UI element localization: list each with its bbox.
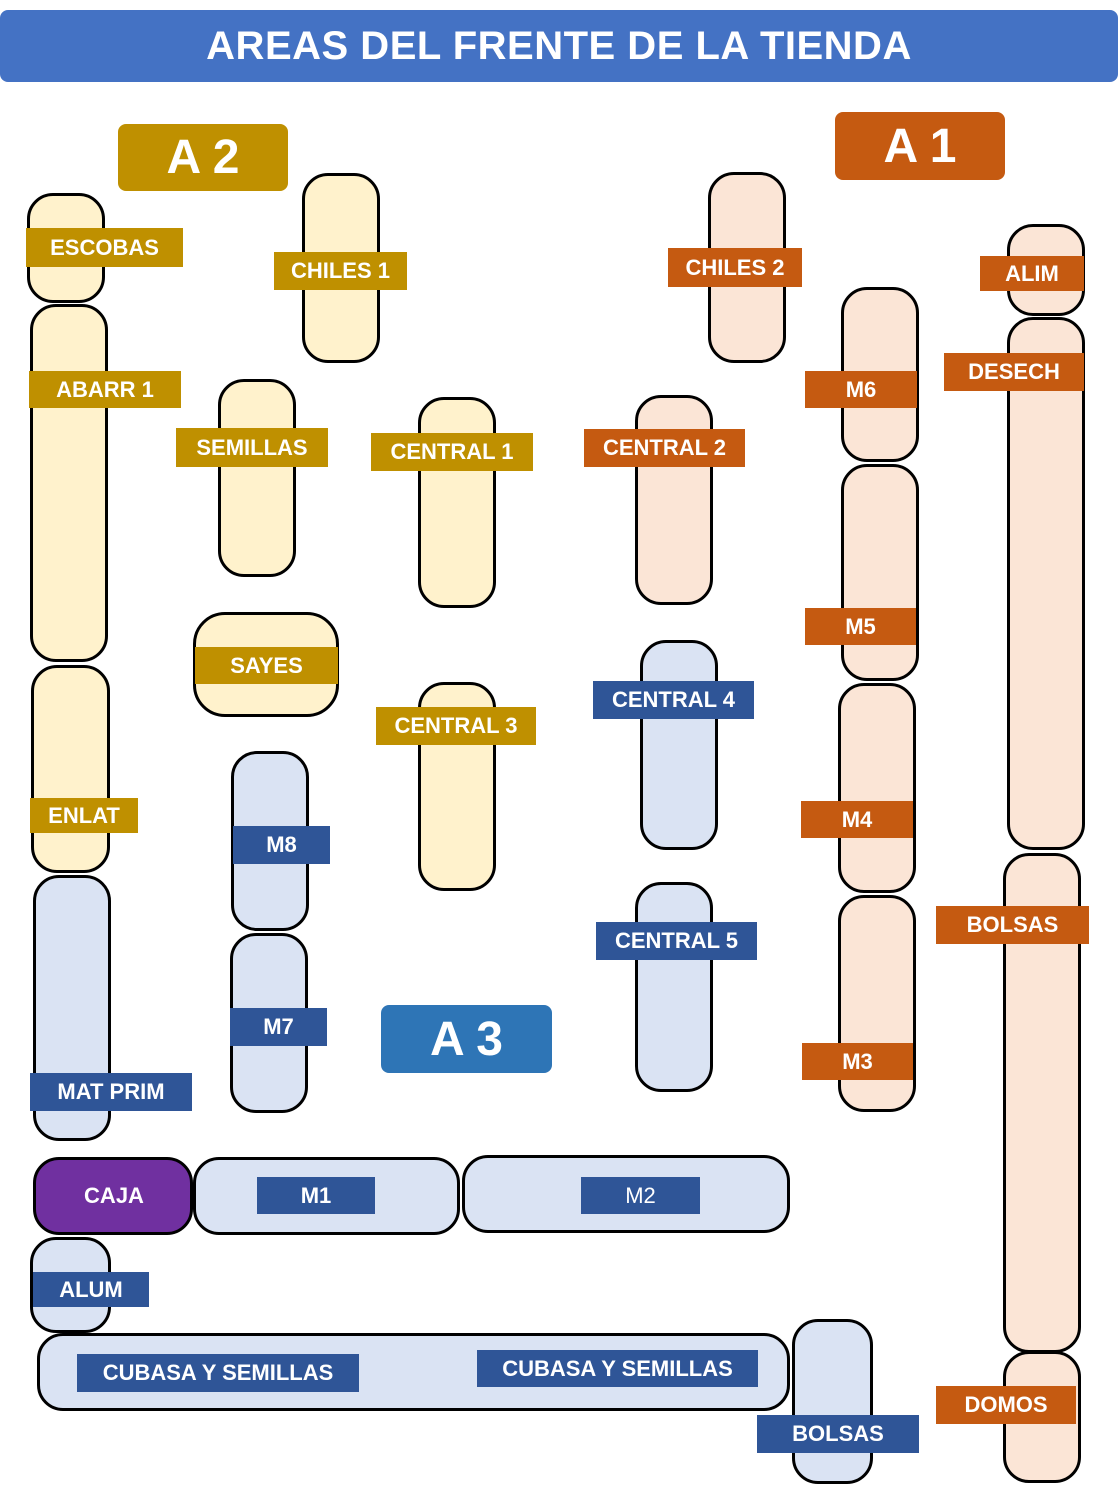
label-semillas: SEMILLAS	[176, 428, 328, 467]
label-m1: M1	[257, 1177, 375, 1214]
label-abarr-1: ABARR 1	[29, 371, 181, 408]
shelf-bolsas-bottom	[792, 1319, 873, 1484]
label-m6: M6	[805, 371, 917, 408]
label-cubasa-y-semillas-right: CUBASA Y SEMILLAS	[477, 1350, 758, 1387]
label-central-5: CENTRAL 5	[596, 922, 757, 960]
shelf-m1	[193, 1157, 460, 1235]
shelf-enlat	[31, 665, 110, 873]
label-chiles-2: CHILES 2	[668, 248, 802, 287]
label-escobas: ESCOBAS	[26, 228, 183, 267]
label-desech: DESECH	[944, 353, 1084, 391]
label-central-3: CENTRAL 3	[376, 707, 536, 745]
label-m3: M3	[802, 1043, 913, 1080]
shelf-m5	[841, 464, 919, 681]
label-m7: M7	[230, 1008, 327, 1046]
label-alim: ALIM	[980, 256, 1084, 291]
label-bolsas-right: BOLSAS	[936, 906, 1089, 944]
label-central-1: CENTRAL 1	[371, 433, 533, 471]
shelf-central-5	[635, 882, 713, 1092]
area-badge-a2: A 2	[118, 124, 288, 191]
shelf-caja	[33, 1157, 193, 1235]
label-central-2: CENTRAL 2	[584, 429, 745, 467]
label-cubasa-y-semillas-left: CUBASA Y SEMILLAS	[77, 1354, 359, 1392]
label-sayes: SAYES	[195, 647, 338, 684]
shelf-central-4	[640, 640, 718, 850]
label-chiles-1: CHILES 1	[274, 252, 407, 290]
label-mat-prim: MAT PRIM	[30, 1073, 192, 1111]
label-bolsas-bottom: BOLSAS	[757, 1415, 919, 1453]
label-m8: M8	[233, 826, 330, 864]
label-m2: M2	[581, 1177, 700, 1214]
page-title: AREAS DEL FRENTE DE LA TIENDA	[0, 10, 1118, 82]
label-caja: CAJA	[84, 1183, 144, 1208]
shelf-semillas	[218, 379, 296, 577]
label-central-4: CENTRAL 4	[593, 681, 754, 719]
label-domos: DOMOS	[936, 1386, 1076, 1424]
label-alum: ALUM	[33, 1272, 149, 1307]
shelf-abarr-1	[30, 304, 108, 662]
shelf-desech	[1007, 317, 1085, 850]
label-m4: M4	[801, 801, 913, 838]
area-badge-a1: A 1	[835, 112, 1005, 180]
label-m5: M5	[805, 608, 916, 645]
shelf-m4	[838, 683, 916, 893]
shelf-central-1	[418, 397, 496, 608]
shelf-central-2	[635, 395, 713, 605]
area-badge-a3: A 3	[381, 1005, 552, 1073]
label-enlat: ENLAT	[30, 798, 138, 833]
